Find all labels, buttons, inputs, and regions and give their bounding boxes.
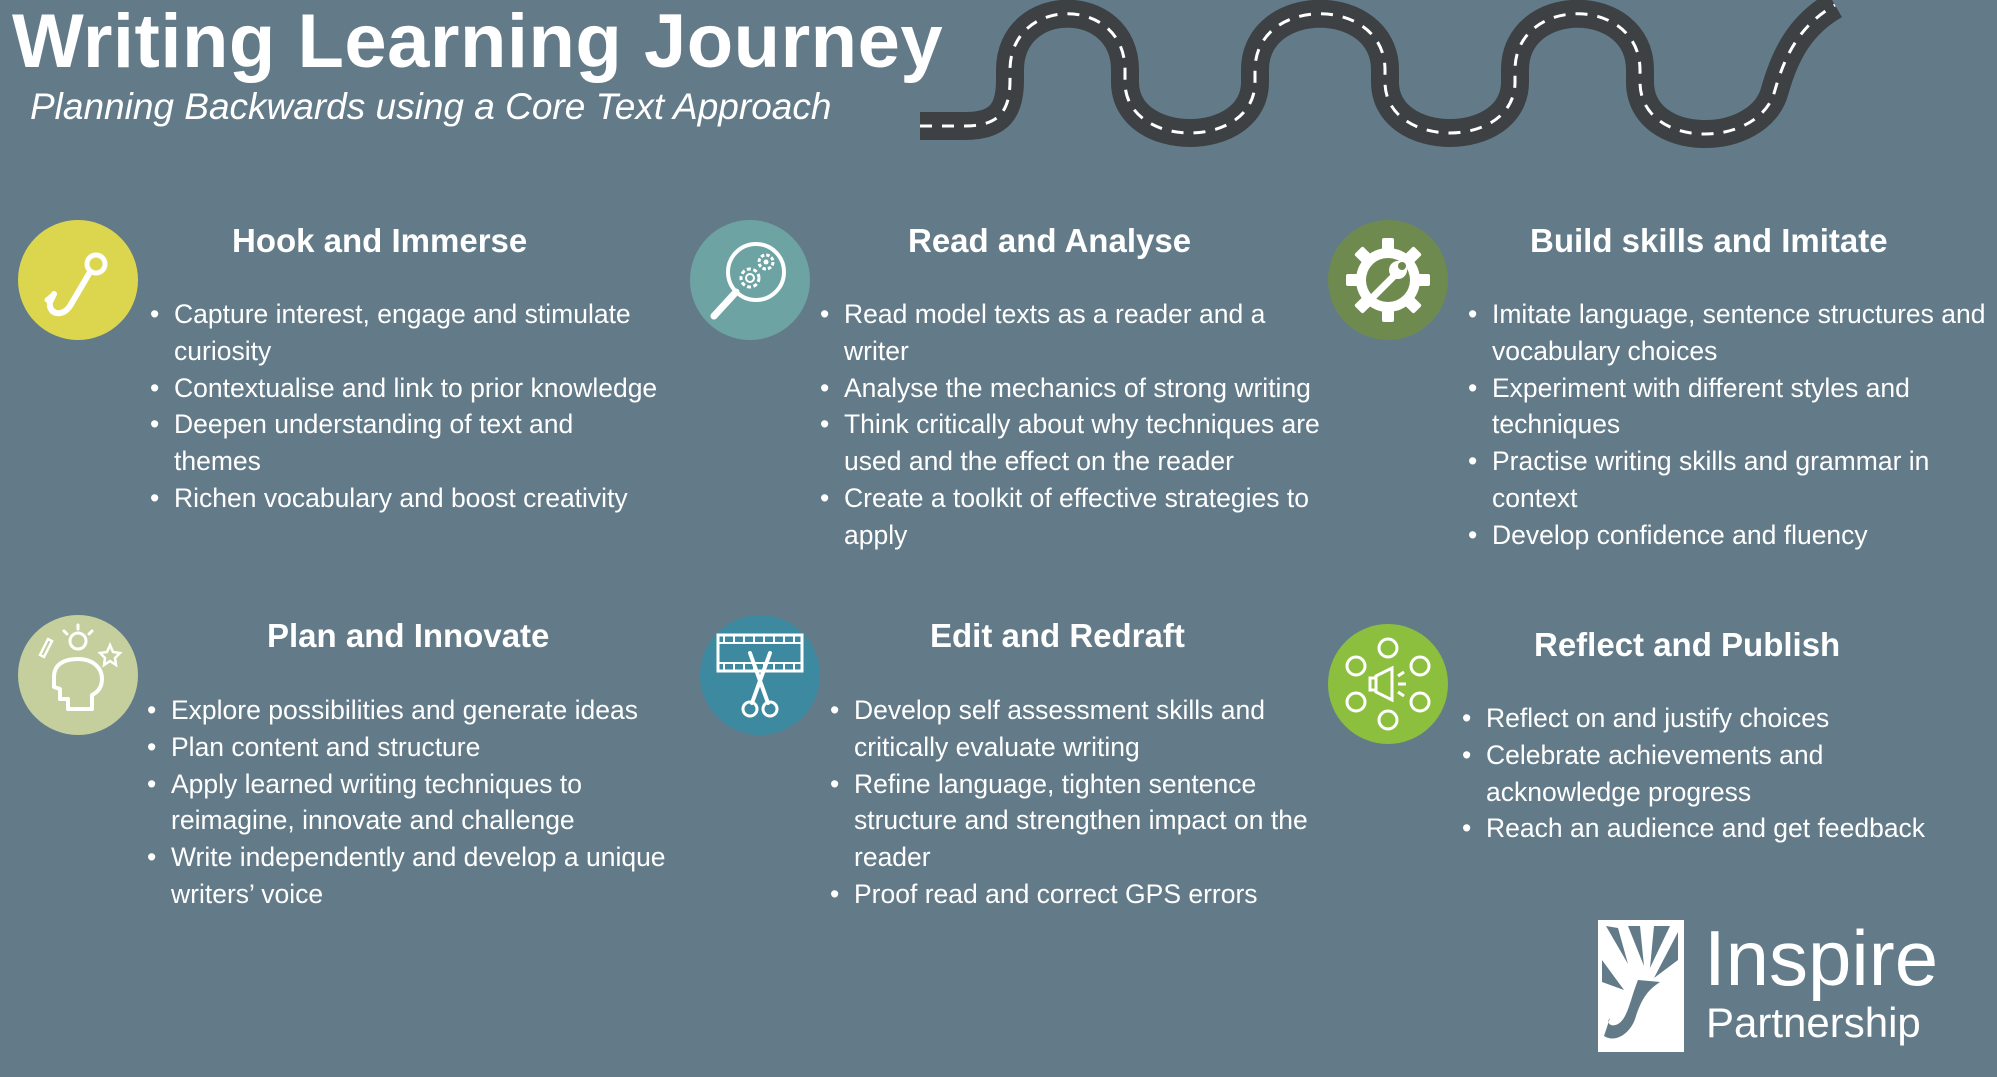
section-title: Build skills and Imitate (1530, 222, 1888, 259)
hook-icon (18, 220, 138, 340)
section-title: Read and Analyse (908, 222, 1192, 259)
section-bullets: Capture interest, engage and stimulate c… (150, 296, 660, 517)
list-item: Experiment with different styles and tec… (1468, 370, 1988, 444)
logo-subtitle: Partnership (1706, 999, 1921, 1046)
list-item: Develop confidence and fluency (1468, 517, 1988, 554)
film-scissors-icon (700, 615, 820, 735)
list-item: Explore possibilities and generate ideas (147, 692, 687, 729)
section-title: Plan and Innovate (267, 617, 550, 654)
gear-wrench-icon (1328, 220, 1448, 340)
list-item: Plan content and structure (147, 729, 687, 766)
magnifier-gears-icon (690, 220, 810, 340)
list-item: Read model texts as a reader and a write… (820, 296, 1320, 370)
section-title: Hook and Immerse (232, 222, 528, 259)
list-item: Celebrate achievements and acknowledge p… (1462, 737, 1982, 811)
section-bullets: Imitate language, sentence structures an… (1468, 296, 1988, 554)
list-item: Create a toolkit of effective strategies… (820, 480, 1320, 554)
list-item: Apply learned writing techniques to reim… (147, 766, 687, 840)
list-item: Reach an audience and get feedback (1462, 810, 1982, 847)
megaphone-audience-icon (1328, 624, 1448, 744)
logo-name: Inspire (1704, 914, 1939, 1002)
list-item: Write independently and develop a unique… (147, 839, 687, 913)
list-item: Practise writing skills and grammar in c… (1468, 443, 1988, 517)
section-bullets: Read model texts as a reader and a write… (820, 296, 1320, 554)
road-illustration (920, 0, 1843, 148)
list-item: Reflect on and justify choices (1462, 700, 1982, 737)
page-subtitle: Planning Backwards using a Core Text App… (30, 86, 832, 127)
page-title: Writing Learning Journey (12, 0, 944, 84)
list-item: Analyse the mechanics of strong writing (820, 370, 1320, 407)
list-item: Richen vocabulary and boost creativity (150, 480, 660, 517)
section-bullets: Develop self assessment skills and criti… (830, 692, 1320, 913)
list-item: Contextualise and link to prior knowledg… (150, 370, 660, 407)
section-bullets: Explore possibilities and generate ideas… (147, 692, 687, 913)
list-item: Imitate language, sentence structures an… (1468, 296, 1988, 370)
list-item: Capture interest, engage and stimulate c… (150, 296, 660, 370)
list-item: Refine language, tighten sentence struct… (830, 766, 1320, 876)
list-item: Develop self assessment skills and criti… (830, 692, 1320, 766)
list-item: Deepen understanding of text and themes (150, 406, 660, 480)
list-item: Think critically about why techniques ar… (820, 406, 1320, 480)
section-title: Reflect and Publish (1534, 626, 1841, 663)
inspire-partnership-logo: Inspire Partnership (1598, 916, 1938, 1060)
section-bullets: Reflect on and justify choices Celebrate… (1462, 700, 1982, 847)
tree-logo-icon (1598, 920, 1684, 1052)
head-lightbulb-icon (18, 615, 138, 735)
section-title: Edit and Redraft (930, 617, 1185, 654)
list-item: Proof read and correct GPS errors (830, 876, 1320, 913)
